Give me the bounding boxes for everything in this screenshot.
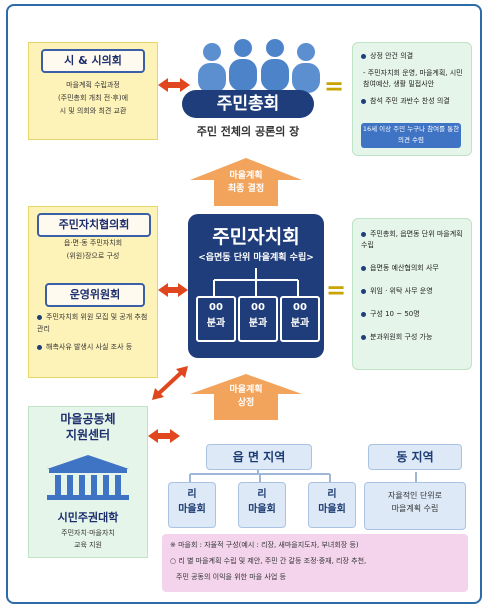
- bullet-icon: [361, 311, 366, 317]
- bullet-icon: [361, 288, 366, 294]
- arrow-consult-jachi: [158, 283, 188, 297]
- general-meeting-note-2: - 주민자치회 운영, 마을계획, 시민참여예산, 생활 밀접사안: [363, 69, 463, 88]
- general-meeting-note-3: 참석 주민 과반수 찬성 의결: [361, 96, 467, 107]
- consult-council-box: 주민자치협의회 읍·면·동 주민자치회 (위원)장으로 구성 운영위원회 주민자…: [28, 206, 158, 378]
- people-icon: [198, 39, 320, 93]
- bullet-icon: [361, 265, 366, 271]
- jachi-note-1: 주민총회, 읍면동 단위 마을계획 수립: [361, 230, 463, 249]
- village-meeting-note: ※ 마을회 : 자율적 구성(예시 : 리장, 새마을지도자, 부녀회장 등) …: [162, 534, 468, 592]
- city-council-box: 시 & 시의회 마을계획 수립과정 (주민총회 개최 전·후)에 시 및 의회와…: [28, 42, 158, 140]
- jachi-tree-lines: [213, 268, 299, 296]
- proposal-label: 마을계획 상정: [229, 385, 263, 408]
- jachi-notes: 주민총회, 읍면동 단위 마을계획 수립 읍면동 예산협의회 사무 위임 · 위…: [352, 218, 472, 370]
- support-center-box: 마을공동체 지원센터 시민주권대학 주민자치·마을자치 교육 지원: [28, 406, 148, 558]
- college-desc: 주민자치·마을자치 교육 지원: [61, 529, 115, 549]
- jachi-note-4: 구성 10 ~ 50명: [361, 309, 469, 320]
- operating-committee-item-2: 해촉사유 발생시 사실 조사 등: [37, 341, 153, 353]
- village-meeting-3: 리 마을회: [308, 482, 356, 528]
- final-decision-arrow: 마을계획 최종 결정: [190, 158, 302, 206]
- village-note-line3: 주민 공동의 이익을 위한 마을 사업 등: [176, 573, 286, 581]
- jachi-note-5: 분과위원회 구성 가능: [361, 332, 469, 343]
- dong-desc: 자율적인 단위로 마을계획 수립: [364, 482, 466, 530]
- jachi-note-2: 읍면동 예산협의회 사무: [361, 263, 469, 274]
- arrow-diagonal: [152, 366, 188, 400]
- jachi-title: 주민자치회: [212, 226, 300, 248]
- final-decision-label: 마을계획 최종 결정: [227, 171, 265, 194]
- bullet-icon: [37, 314, 42, 320]
- jachi-subtitle: <읍면동 단위 마을계획 수립>: [198, 253, 314, 263]
- village-meeting-2: 리 마을회: [238, 482, 286, 528]
- people-icon-group: [190, 38, 328, 104]
- college-title: 시민주권대학: [57, 511, 119, 524]
- general-meeting-notes: 상정 안건 의결 - 주민자치회 운영, 마을계획, 시민참여예산, 생활 밀접…: [352, 42, 472, 156]
- consult-council-desc: 읍·면·동 주민자치회 (위원)장으로 구성: [63, 239, 123, 260]
- eup-title: 읍 면 지역: [206, 444, 312, 470]
- diagram-frame: 시 & 시의회 마을계획 수립과정 (주민총회 개최 전·후)에 시 및 의회와…: [6, 4, 482, 604]
- bullet-icon: [361, 334, 366, 340]
- city-council-title: 시 & 시의회: [41, 49, 145, 73]
- city-council-desc: 마을계획 수립과정 (주민총회 개최 전·후)에 시 및 의회와 최견 교환: [57, 81, 129, 115]
- dong-title: 동 지역: [368, 444, 462, 470]
- proposal-arrow: 마을계획 상정: [190, 374, 302, 420]
- equals-sign-top: =: [324, 72, 345, 100]
- equals-sign-middle: =: [326, 276, 347, 304]
- bullet-icon: [361, 53, 366, 59]
- operating-committee-items: 주민자치회 위원 모집 및 공개 추첨 관리 해촉사유 발생시 사실 조사 등: [37, 311, 153, 353]
- village-note-line2: ○ 리 별 마을계획 수립 및 제안, 주민 간 갈등 조정·중재, 리장 추천…: [170, 557, 367, 565]
- consult-council-title: 주민자치협의회: [37, 213, 151, 237]
- operating-committee-title: 운영위원회: [45, 283, 145, 307]
- jachi-note-3: 위임 · 위탁 사무 운영: [361, 286, 469, 297]
- arrow-city-council: [158, 78, 190, 92]
- general-meeting-note-1: 상정 안건 의결: [361, 51, 467, 62]
- general-meeting-subtitle: 주민 전체의 공론의 장: [196, 125, 300, 138]
- operating-committee-item-1: 주민자치회 위원 모집 및 공개 추첨 관리: [37, 313, 148, 333]
- building-icon: [43, 453, 133, 501]
- participation-note: 16세 이상 주민 누구나 참여를 통한 의견 수렴: [361, 123, 461, 148]
- arrow-support-villages: [148, 429, 180, 443]
- general-meeting-title: 주민총회: [182, 90, 314, 118]
- bullet-icon: [361, 231, 366, 237]
- village-meeting-1: 리 마을회: [168, 482, 216, 528]
- bullet-icon: [361, 98, 366, 104]
- support-center-title: 마을공동체 지원센터: [60, 412, 116, 442]
- village-note-line1: ※ 마을회 : 자율적 구성(예시 : 리장, 새마을지도자, 부녀회장 등): [170, 541, 359, 549]
- bullet-icon: [37, 344, 42, 350]
